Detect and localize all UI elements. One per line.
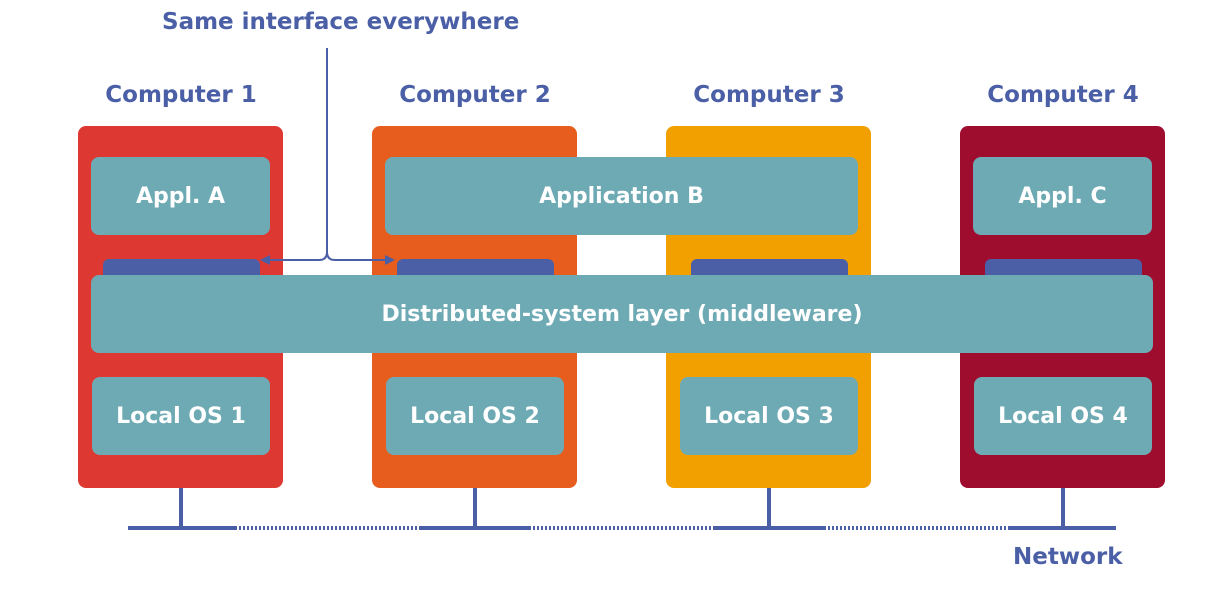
network-label: Network [1013,544,1123,570]
middleware-layer: Distributed-system layer (middleware) [91,275,1153,353]
application-a-box: Appl. A [91,157,270,235]
interface-bracket-right-arrow [326,251,395,265]
computer-3-label: Computer 3 [693,82,845,108]
local-os-4-box: Local OS 4 [974,377,1152,455]
local-os-2-box: Local OS 2 [386,377,564,455]
computer-2-label: Computer 2 [399,82,551,108]
same-interface-annotation: Same interface everywhere [162,9,520,35]
application-c-box: Appl. C [973,157,1152,235]
local-os-3-box: Local OS 3 [680,377,858,455]
computer-4-label: Computer 4 [987,82,1139,108]
local-os-1-box: Local OS 1 [92,377,270,455]
computer-1-label: Computer 1 [105,82,257,108]
application-b-box: Application B [385,157,858,235]
